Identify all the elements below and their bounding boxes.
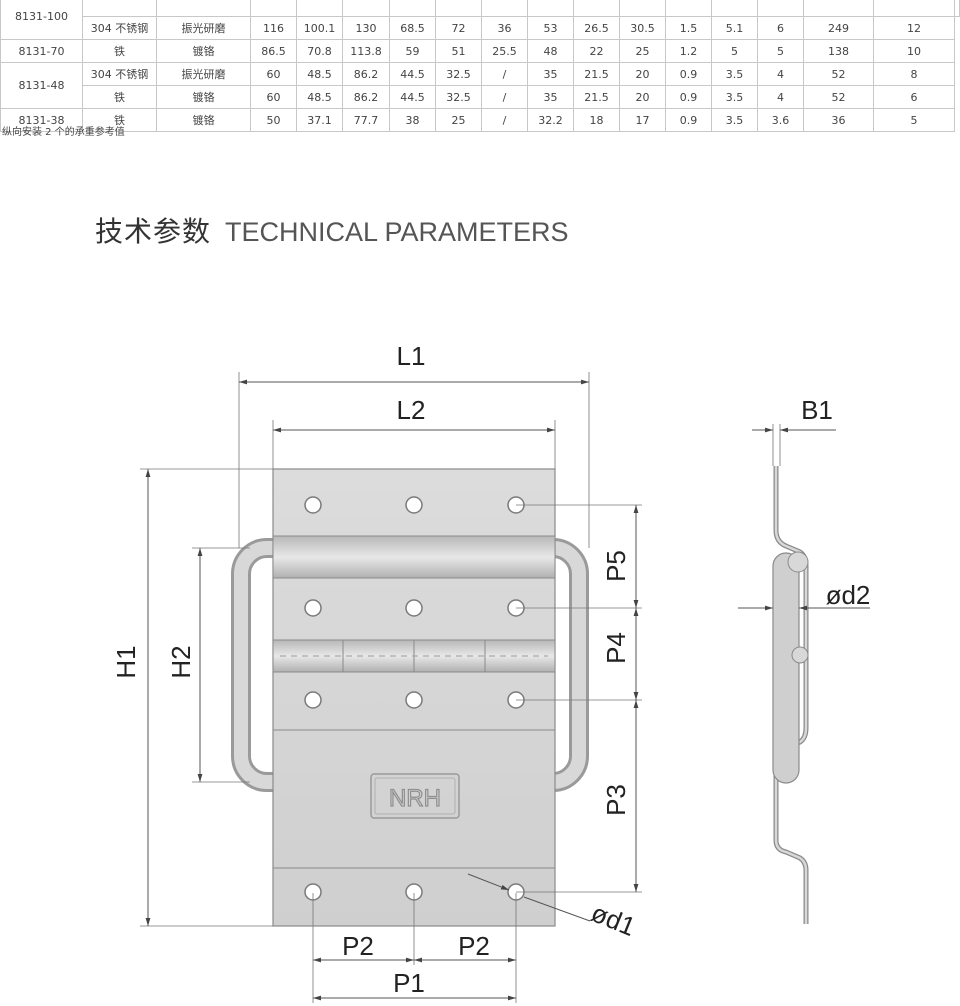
heading-zh: 技术参数 xyxy=(95,215,212,248)
dim-P5: P5 xyxy=(601,550,631,582)
table-cell: 铁 xyxy=(82,39,157,63)
mounting-hole xyxy=(405,496,423,514)
table-cell: 振光研磨 xyxy=(156,16,251,40)
dim-L1: L1 xyxy=(397,341,426,371)
table-cell: 20 xyxy=(619,62,666,86)
dim-P2-right: P2 xyxy=(458,931,490,961)
dim-L2: L2 xyxy=(397,395,426,425)
table-cell: 镀铬 xyxy=(156,39,251,63)
table-cell: 113.8 xyxy=(342,39,390,63)
table-cell: 35 xyxy=(527,85,574,109)
dim-P3: P3 xyxy=(601,784,631,816)
table-cell: 22 xyxy=(573,39,620,63)
model-cell: 8131-100 xyxy=(0,0,83,40)
dim-P1: P1 xyxy=(393,968,425,998)
dim-H1: H1 xyxy=(111,645,141,678)
table-cell: 60 xyxy=(250,85,297,109)
table-cell: 铁 xyxy=(82,85,157,109)
table-cell: 镀铬 xyxy=(156,108,251,132)
table-cell: / xyxy=(481,108,528,132)
section-heading: 技术参数 TECHNICAL PARAMETERS xyxy=(95,210,569,250)
table-cell: 304 不锈钢 xyxy=(82,62,157,86)
table-note: 纵向安装 2 个的承重参考值 xyxy=(2,127,125,138)
table-cell: 铁 xyxy=(82,108,157,132)
table-cell: 37.1 xyxy=(296,108,343,132)
mounting-hole xyxy=(405,691,423,709)
table-cell: 30.5 xyxy=(619,16,666,40)
table-cell: 12 xyxy=(873,16,955,40)
dim-H2: H2 xyxy=(166,645,196,678)
dim-P2-left: P2 xyxy=(342,931,374,961)
table-cell: 138 xyxy=(803,39,874,63)
mounting-hole xyxy=(304,599,322,617)
table-cell: 35 xyxy=(527,62,574,86)
table-cell: 3.6 xyxy=(757,108,804,132)
dim-B1: B1 xyxy=(801,395,833,425)
table-cell: 36 xyxy=(481,16,528,40)
logo-text: NRH xyxy=(389,785,441,812)
table-cell: 8 xyxy=(873,62,955,86)
table-cell: 6 xyxy=(757,16,804,40)
table-cell: 38 xyxy=(389,108,436,132)
heading-en: TECHNICAL PARAMETERS xyxy=(225,217,569,247)
side-view xyxy=(772,466,809,924)
model-cell: 8131-48 xyxy=(0,62,83,109)
table-cell: 48.5 xyxy=(296,85,343,109)
mounting-hole xyxy=(304,496,322,514)
nrh-logo: NRH xyxy=(370,773,460,819)
model-cell: 8131-38 xyxy=(0,108,83,132)
table-cell: 振光研磨 xyxy=(156,62,251,86)
mounting-holes xyxy=(304,496,525,901)
table-row: 8131-100 xyxy=(0,0,960,40)
table-cell: 70.8 xyxy=(296,39,343,63)
table-cell: 36 xyxy=(803,108,874,132)
table-cell: 5 xyxy=(873,108,955,132)
table-cell: 18 xyxy=(573,108,620,132)
table-cell: 86.2 xyxy=(342,85,390,109)
table-cell: 68.5 xyxy=(389,16,436,40)
table-cell: 77.7 xyxy=(342,108,390,132)
table-cell: 1.5 xyxy=(665,16,712,40)
table-cell: 44.5 xyxy=(389,62,436,86)
dim-P4: P4 xyxy=(601,632,631,664)
table-cell: 21.5 xyxy=(573,85,620,109)
table-cell: 50 xyxy=(250,108,297,132)
table-cell: 116 xyxy=(250,16,297,40)
mounting-hole xyxy=(304,691,322,709)
table-cell: 25 xyxy=(619,39,666,63)
table-cell: 59 xyxy=(389,39,436,63)
dim-d2: ød2 xyxy=(826,580,871,610)
table-cell: 0.9 xyxy=(665,108,712,132)
table-cell xyxy=(954,0,960,17)
table-cell: 5 xyxy=(757,39,804,63)
dim-d1: ød1 xyxy=(587,897,640,942)
mounting-hole xyxy=(405,599,423,617)
table-cell: 25.5 xyxy=(481,39,528,63)
table-cell: 4 xyxy=(757,85,804,109)
table-cell: 10 xyxy=(873,39,955,63)
table-cell: 32.5 xyxy=(435,62,482,86)
